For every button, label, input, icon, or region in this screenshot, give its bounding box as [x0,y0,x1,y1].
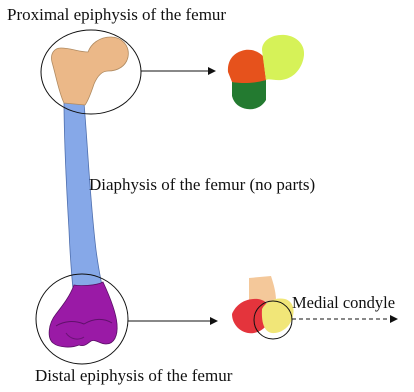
segment-head [262,35,304,80]
diaphysis-label: Diaphysis of the femur (no parts) [89,175,315,195]
medial-condyle-label: Medial condyle [292,293,395,313]
segment-trochanter [232,80,266,109]
segment-distal-shaft [249,276,276,303]
proximal-detail-segmented [228,35,304,109]
proximal-epiphysis-label: Proximal epiphysis of the femur [7,5,226,25]
femur-diaphysis [64,100,106,300]
segment-neck [228,50,266,83]
segment-medial-condyle [262,298,294,333]
distal-epiphysis-label: Distal epiphysis of the femur [35,366,232,386]
femur-proximal-epiphysis [51,37,128,105]
